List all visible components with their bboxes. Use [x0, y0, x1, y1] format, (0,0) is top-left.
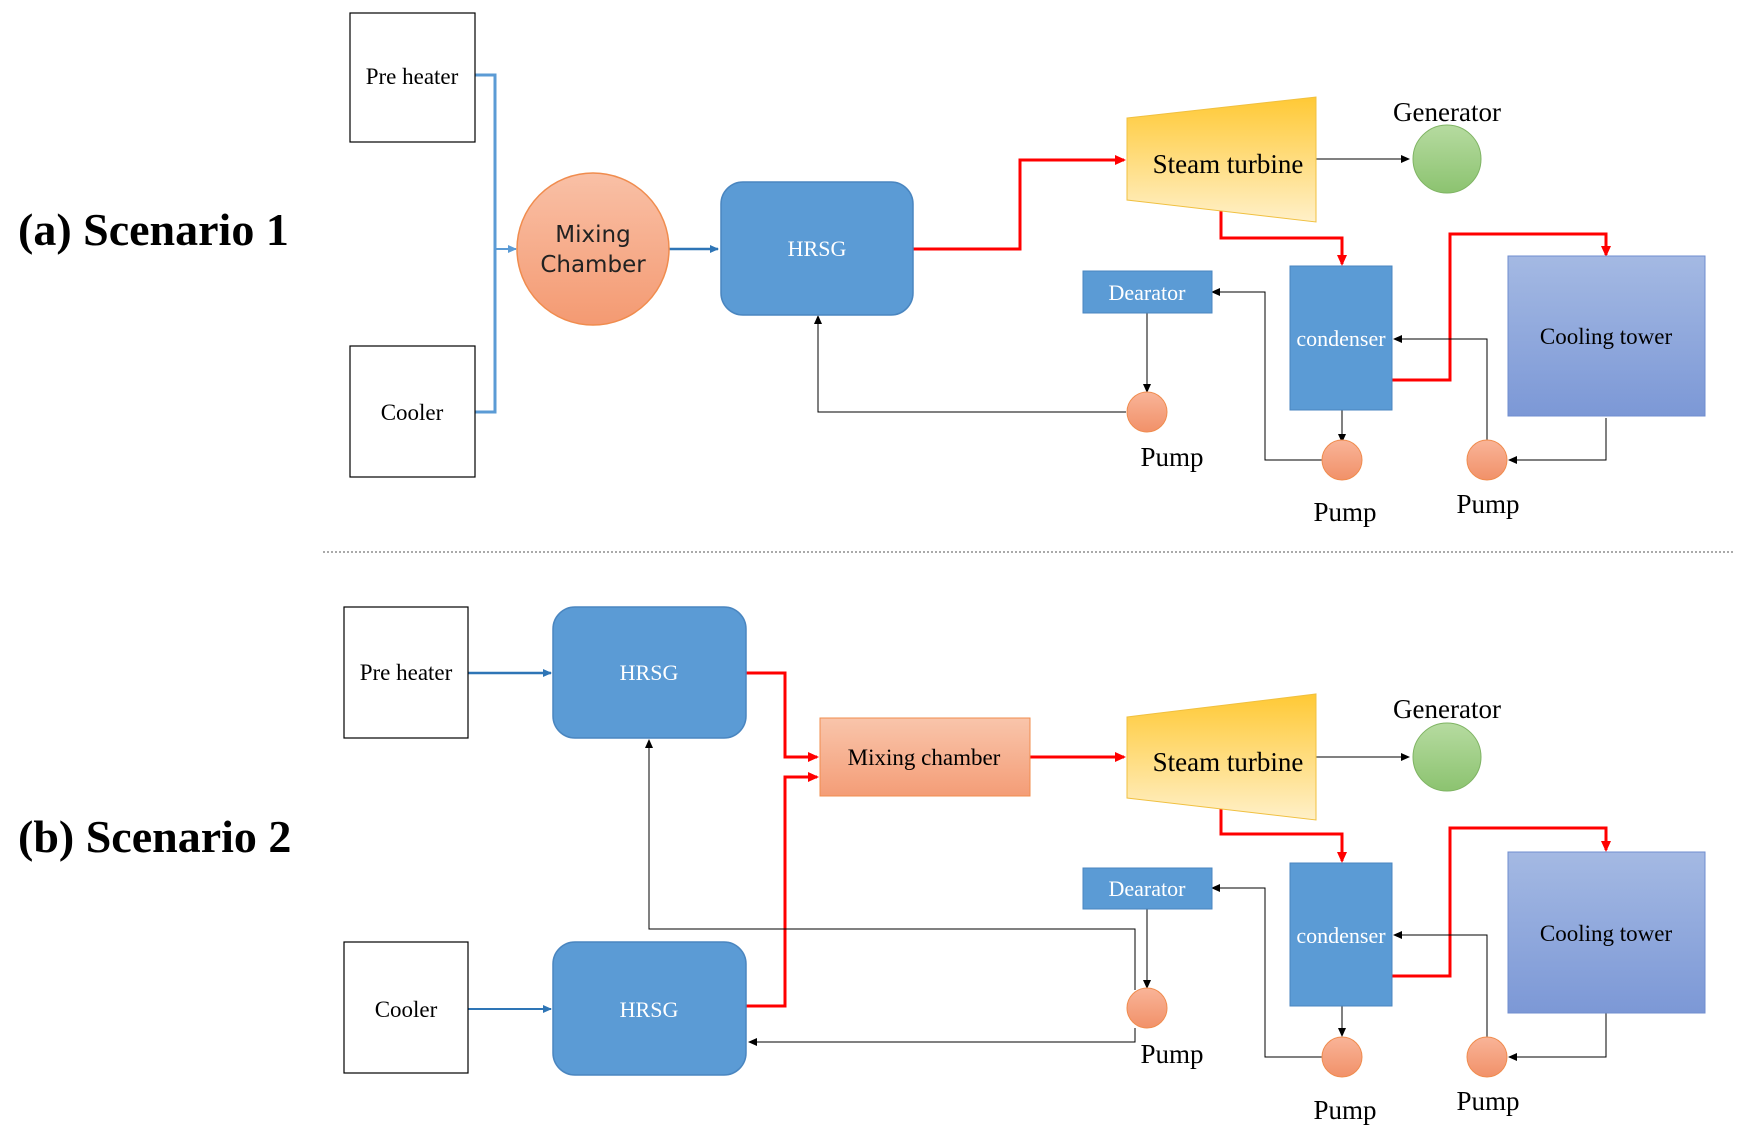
- scenario-1: (a) Scenario 1 Pre heater Cooler Mixing …: [18, 12, 1706, 527]
- s1-feed-line: [475, 73, 497, 414]
- s1-mixing-chamber-label-1: Mixing: [555, 222, 630, 248]
- s1-steam-turbine-label: Steam turbine: [1153, 149, 1304, 179]
- scenario-2-label: (b) Scenario 2: [18, 811, 291, 862]
- s2-cooler-box: [343, 941, 469, 1074]
- s2-pump-condenser-label: Pump: [1313, 1095, 1376, 1125]
- s1-generator-label: Generator: [1393, 97, 1501, 127]
- s1-hrsg: [720, 181, 914, 316]
- s1-cooling-tower: [1507, 255, 1706, 417]
- s2-cooler-label: Cooler: [375, 997, 438, 1022]
- s2-generator-label: Generator: [1393, 694, 1501, 724]
- s1-pump-condenser-label: Pump: [1313, 497, 1376, 527]
- s2-hrsg-top-label: HRSG: [620, 660, 679, 685]
- s1-pump-dearator-label: Pump: [1140, 442, 1203, 472]
- s1-pump-tower-label: Pump: [1456, 489, 1519, 519]
- s2-dearator-label: Dearator: [1109, 876, 1187, 901]
- s1-mixing-chamber-label-2: Chamber: [540, 252, 646, 278]
- s2-pre-heater-box: [343, 606, 469, 739]
- s2-mixing-chamber-label: Mixing chamber: [848, 745, 1001, 770]
- s2-pump-condenser: [1321, 1036, 1363, 1078]
- s1-hrsg-to-turbine: [913, 155, 1126, 251]
- s1-condenser: [1289, 265, 1393, 411]
- s2-steam-turbine: [1126, 693, 1317, 821]
- s1-pump-to-dearator: [1211, 288, 1322, 461]
- s2-hrsg-bottom-to-mixing: [746, 772, 819, 1008]
- s2-pump-tower: [1466, 1036, 1508, 1078]
- s2-pump-to-dearator: [1211, 884, 1322, 1058]
- s2-turbine-to-condenser: [1219, 803, 1347, 863]
- s1-cooler-box: [349, 345, 476, 478]
- s1-pump-to-hrsg: [814, 315, 1126, 413]
- s1-pump-dearator: [1126, 391, 1168, 433]
- s1-condenser-label: condenser: [1296, 326, 1386, 351]
- s2-dearator: [1082, 867, 1213, 910]
- s1-condenser-to-tower: [1392, 232, 1611, 382]
- s1-cooling-tower-label: Cooling tower: [1540, 324, 1673, 349]
- s1-pump-to-condenser: [1393, 335, 1488, 440]
- s1-mixing-chamber: [516, 172, 670, 326]
- s2-hrsg-bottom-label: HRSG: [620, 997, 679, 1022]
- s2-pump-dearator-label: Pump: [1140, 1039, 1203, 1069]
- s2-cooling-tower-label: Cooling tower: [1540, 921, 1673, 946]
- s1-dearator: [1082, 270, 1213, 314]
- s2-pre-heater-label: Pre heater: [360, 660, 453, 685]
- s1-hrsg-label: HRSG: [788, 236, 847, 261]
- s1-tower-to-pump: [1508, 418, 1607, 464]
- s2-condenser: [1289, 862, 1393, 1007]
- s2-hrsg-top: [552, 606, 747, 739]
- s1-steam-turbine: [1126, 96, 1317, 223]
- s2-pump-dearator: [1126, 987, 1168, 1029]
- s2-pump-to-hrsg-top: [645, 739, 1136, 990]
- s2-cooling-tower: [1507, 851, 1706, 1014]
- s2-tower-to-pump: [1508, 1012, 1607, 1061]
- s1-turbine-to-condenser: [1219, 206, 1347, 266]
- s2-condenser-label: condenser: [1296, 923, 1386, 948]
- s2-steam-turbine-label: Steam turbine: [1153, 747, 1304, 777]
- s2-mixing-chamber: [819, 717, 1031, 797]
- scenario-2-connectors: [468, 669, 1611, 1061]
- s1-pump-tower: [1466, 439, 1508, 481]
- s1-pre-heater-box: [349, 12, 476, 143]
- s1-pump-condenser: [1321, 439, 1363, 481]
- s2-condenser-to-tower: [1392, 826, 1611, 978]
- s2-hrsg-top-to-mixing: [746, 671, 819, 762]
- scenario-1-connectors: [475, 73, 1611, 464]
- scenario-2: (b) Scenario 2 Pre heater Cooler HRSG: [18, 606, 1706, 1125]
- s2-pump-to-condenser: [1393, 931, 1488, 1037]
- s1-cooler-label: Cooler: [381, 400, 444, 425]
- scenario-1-label: (a) Scenario 1: [18, 204, 289, 255]
- s2-pump-tower-label: Pump: [1456, 1086, 1519, 1116]
- s2-pump-to-hrsg-bottom: [748, 1028, 1136, 1046]
- s2-hrsg-bottom: [552, 941, 747, 1076]
- s1-pre-heater-label: Pre heater: [366, 64, 459, 89]
- s1-dearator-label: Dearator: [1109, 280, 1187, 305]
- s1-generator: [1412, 124, 1482, 194]
- s2-generator: [1412, 722, 1482, 792]
